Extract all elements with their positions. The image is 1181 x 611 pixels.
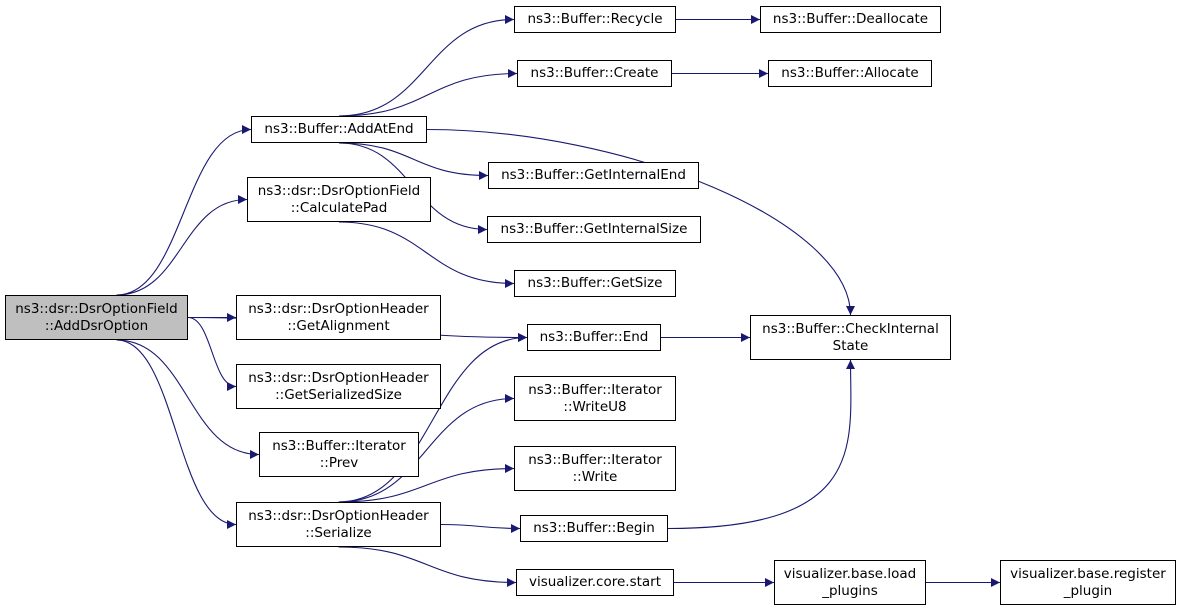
node-write-u8[interactable]: ns3::Buffer::Iterator::WriteU8 xyxy=(514,376,676,421)
node-get-internal-size[interactable]: ns3::Buffer::GetInternalSize xyxy=(487,216,701,243)
node-create[interactable]: ns3::Buffer::Create xyxy=(517,60,672,87)
node-label-line: _plugin xyxy=(1063,582,1113,599)
node-begin[interactable]: ns3::Buffer::Begin xyxy=(520,515,668,542)
edge-AddDsrOption-to-Prev xyxy=(116,339,260,459)
node-label-line: ns3::Buffer::Create xyxy=(530,65,659,81)
node-label-line: ns3::Buffer::Allocate xyxy=(781,65,919,81)
node-label-line: ::WriteU8 xyxy=(563,398,627,415)
edge-Serialize-to-Write xyxy=(338,464,515,503)
node-label-line: ns3::Buffer::AddAtEnd xyxy=(264,121,414,137)
node-get-serialized-size[interactable]: ns3::dsr::DsrOptionHeader::GetSerialized… xyxy=(236,364,441,409)
node-label-line: visualizer.base.load xyxy=(783,565,917,582)
node-label-line: ns3::Buffer::Deallocate xyxy=(772,11,929,27)
node-label-line: ::Prev xyxy=(319,454,359,471)
node-label-line: ns3::dsr::DsrOptionHeader xyxy=(248,507,429,524)
node-deallocate[interactable]: ns3::Buffer::Deallocate xyxy=(760,6,941,33)
edge-AddAtEnd-to-Recycle xyxy=(338,15,515,117)
node-label-line: ::Write xyxy=(572,468,618,485)
node-end[interactable]: ns3::Buffer::End xyxy=(527,324,661,351)
node-label-line: ns3::Buffer::Iterator xyxy=(528,451,662,468)
edge-Serialize-to-End xyxy=(338,333,528,503)
node-prev[interactable]: ns3::Buffer::Iterator::Prev xyxy=(259,432,419,477)
node-calculate-pad[interactable]: ns3::dsr::DsrOptionField::CalculatePad xyxy=(247,177,431,222)
edge-AddDsrOption-to-CalculatePad xyxy=(116,195,248,296)
node-get-alignment[interactable]: ns3::dsr::DsrOptionHeader::GetAlignment xyxy=(236,295,441,340)
edge-AddDsrOption-to-Serialize xyxy=(116,339,237,529)
node-label-line: ns3::Buffer::End xyxy=(539,329,649,345)
node-label-line: ns3::Buffer::GetInternalSize xyxy=(500,221,688,237)
node-label-line: _plugins xyxy=(822,582,878,599)
edge-Begin-to-CheckInternalState xyxy=(667,359,856,530)
edge-AddAtEnd-to-GetInternalEnd xyxy=(338,142,489,180)
node-label-line: ns3::Buffer::GetInternalEnd xyxy=(501,167,686,183)
node-label-line: ns3::Buffer::Iterator xyxy=(272,437,406,454)
node-label-line: ns3::Buffer::Recycle xyxy=(527,11,663,27)
edge-AddAtEnd-to-CheckInternalState xyxy=(426,128,855,316)
node-label-line: ns3::dsr::DsrOptionHeader xyxy=(248,369,429,386)
edge-AddAtEnd-to-Create xyxy=(338,69,518,117)
node-get-size[interactable]: ns3::Buffer::GetSize xyxy=(514,270,676,297)
node-label-line: ::CalculatePad xyxy=(290,199,388,216)
edge-Serialize-to-WriteU8 xyxy=(338,394,515,503)
node-recycle[interactable]: ns3::Buffer::Recycle xyxy=(514,6,676,33)
node-core-start[interactable]: visualizer.core.start xyxy=(516,569,674,596)
node-add-at-end[interactable]: ns3::Buffer::AddAtEnd xyxy=(251,116,427,143)
node-label-line: ns3::dsr::DsrOptionField xyxy=(257,182,421,199)
node-label-line: visualizer.base.register xyxy=(1010,565,1166,582)
node-label-line: ns3::dsr::DsrOptionHeader xyxy=(248,300,429,317)
edge-AddDsrOption-to-AddAtEnd xyxy=(116,125,252,296)
node-label-line: ns3::Buffer::GetSize xyxy=(527,275,663,291)
node-label-line: ns3::Buffer::CheckInternal xyxy=(762,320,939,337)
node-add-dsr-option: ns3::dsr::DsrOptionField::AddDsrOption xyxy=(5,295,188,340)
node-label-line: ::GetAlignment xyxy=(287,317,390,334)
node-load-plugins[interactable]: visualizer.base.load_plugins xyxy=(774,560,926,605)
edge-AddDsrOption-to-GetSerializedSize xyxy=(187,316,237,391)
edge-CalculatePad-to-GetSize xyxy=(338,221,515,288)
edge-Serialize-to-CoreStart xyxy=(338,546,517,587)
node-label-line: ns3::Buffer::Iterator xyxy=(528,381,662,398)
node-get-internal-end[interactable]: ns3::Buffer::GetInternalEnd xyxy=(488,162,699,189)
node-label-line: visualizer.core.start xyxy=(528,574,662,590)
node-label-line: ::Serialize xyxy=(305,524,372,541)
node-label-line: ::GetSerializedSize xyxy=(275,386,402,403)
node-serialize[interactable]: ns3::dsr::DsrOptionHeader::Serialize xyxy=(236,502,441,547)
node-label-line: ::AddDsrOption xyxy=(44,317,149,334)
node-label-line: State xyxy=(832,337,869,354)
node-register-plugin[interactable]: visualizer.base.register_plugin xyxy=(1000,560,1176,605)
edge-Serialize-to-Begin xyxy=(440,523,521,533)
node-label-line: ns3::dsr::DsrOptionField xyxy=(15,300,178,317)
node-write[interactable]: ns3::Buffer::Iterator::Write xyxy=(514,446,676,491)
node-allocate[interactable]: ns3::Buffer::Allocate xyxy=(768,60,932,87)
node-label-line: ns3::Buffer::Begin xyxy=(533,520,655,536)
